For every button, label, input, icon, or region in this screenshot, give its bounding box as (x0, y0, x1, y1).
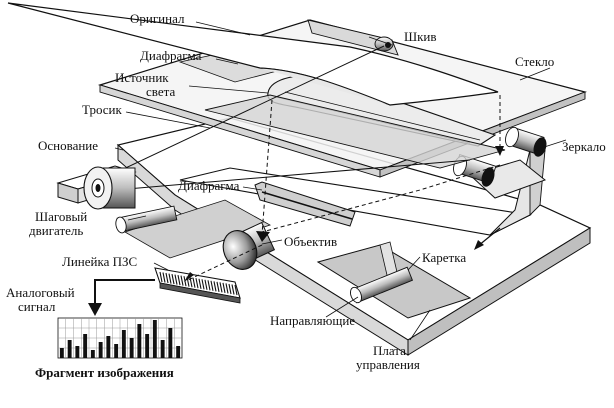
image-fragment-bar (129, 338, 134, 358)
image-fragment-bar (160, 340, 165, 358)
ccd-pixel (192, 277, 196, 288)
label-carriage: Каретка (422, 250, 466, 265)
ccd-pixel (228, 283, 232, 295)
image-fragment-bar (137, 324, 142, 358)
ccd-pixel (225, 283, 229, 294)
ccd-pixel (171, 273, 175, 285)
ccd-pixel (162, 272, 166, 283)
ccd-pixel (210, 280, 214, 291)
label-cable: Тросик (82, 102, 122, 117)
carriage-direction-arrow (474, 227, 501, 250)
label-glass: Стекло (515, 54, 554, 69)
label-analog-1: Аналоговый (6, 285, 75, 300)
ccd-pixel (219, 282, 223, 293)
label-analog-2: сигнал (18, 299, 56, 314)
image-fragment-bar (121, 330, 126, 358)
image-fragment-bar (59, 348, 64, 358)
image-fragment-bar (98, 342, 103, 358)
label-diaphragm-mid: Диафрагма (178, 178, 240, 193)
image-fragment (57, 317, 183, 359)
image-fragment-bar (114, 344, 119, 358)
diaphragm-mid (254, 181, 356, 227)
ccd-line (154, 267, 241, 304)
stepper-motor (83, 166, 136, 210)
scan-plate (204, 94, 506, 169)
image-fragment-bar (145, 334, 150, 358)
guide-rail-right (350, 266, 414, 304)
ccd-pixel (213, 281, 217, 292)
label-guides: Направляющие (270, 313, 355, 328)
ccd-pixel (174, 274, 178, 285)
ccd-pixel (165, 272, 169, 284)
ccd-pixel (222, 282, 226, 294)
image-fragment-bar (90, 350, 95, 358)
label-mirror: Зеркало (562, 139, 606, 154)
ccd-pixel (204, 279, 208, 290)
guide-rail-left (115, 205, 178, 234)
ccd-pixel (201, 279, 205, 290)
label-diaphragm-top: Диафрагма (140, 48, 202, 63)
ccd-pixel (198, 278, 202, 289)
ccd-pixel (159, 271, 163, 283)
image-fragment-bar (83, 334, 88, 358)
ccd-pixel (231, 284, 235, 295)
analog-signal-arrow (88, 279, 155, 316)
label-base: Основание (38, 138, 98, 153)
label-pulley: Шкив (404, 29, 437, 44)
ccd-pixel (177, 274, 181, 286)
label-stepper-2: двигатель (29, 223, 83, 238)
ccd-pixels (159, 271, 238, 296)
label-light-source-1: Источник (115, 70, 169, 85)
image-fragment-bar (152, 320, 157, 358)
label-ccd-line: Линейка ПЗС (62, 254, 137, 269)
label-stepper-1: Шаговый (35, 209, 87, 224)
ccd-pixel (216, 281, 220, 293)
ccd-pixel (234, 284, 238, 296)
label-image-fragment: Фрагмент изображения (35, 365, 174, 380)
label-lens: Объектив (284, 234, 337, 249)
image-fragment-bar (176, 346, 181, 358)
ccd-pixel (168, 273, 172, 284)
label-light-source-2: света (146, 84, 175, 99)
roller-lower (453, 154, 497, 187)
cable (114, 45, 471, 191)
image-fragment-bar (168, 328, 173, 358)
label-original: Оригинал (130, 11, 185, 26)
labels: Оригинал Шкив Диафрагма Стекло Источник … (6, 11, 606, 380)
ccd-pixel (207, 280, 211, 291)
optical-path (184, 95, 504, 282)
label-board-1: Плата (373, 343, 406, 358)
image-fragment-bar (75, 346, 80, 358)
original-document (7, 2, 499, 106)
leader-lines (114, 21, 567, 341)
image-fragment-bar (106, 336, 111, 358)
label-board-2: управления (356, 357, 420, 372)
image-fragment-bars (59, 320, 181, 358)
ccd-pixel (195, 278, 199, 289)
image-fragment-bar (67, 340, 72, 358)
roller-upper (505, 126, 547, 157)
ccd-pixel (180, 275, 184, 286)
